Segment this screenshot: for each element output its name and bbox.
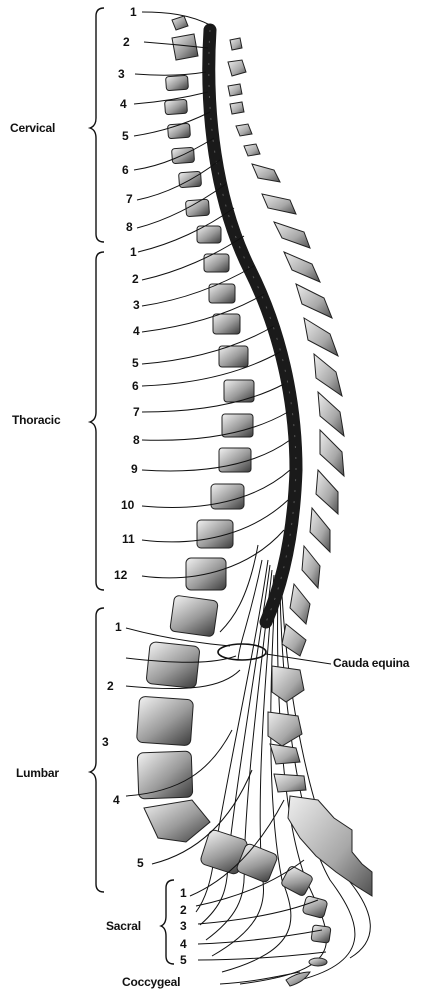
region-label-sacral: Sacral (106, 920, 141, 932)
thoracic-number: 3 (133, 299, 140, 311)
region-label-thoracic: Thoracic (12, 414, 60, 426)
cauda-equina-label: Cauda equina (333, 657, 409, 669)
thoracic-number: 5 (132, 357, 139, 369)
thoracic-number: 1 (130, 246, 137, 258)
sacral-number: 3 (180, 920, 187, 932)
cervical-number: 8 (126, 221, 133, 233)
nerve-roots (196, 545, 370, 984)
thoracic-number: 11 (122, 533, 135, 545)
region-label-coccygeal: Coccygeal (122, 976, 180, 988)
thoracic-bracket (90, 252, 104, 590)
lumbar-bracket (90, 608, 104, 892)
lumbar-number: 1 (115, 621, 122, 633)
thoracic-number: 10 (121, 499, 134, 511)
cervical-number: 6 (122, 164, 129, 176)
cervical-number: 2 (123, 36, 130, 48)
cervical-number: 3 (118, 68, 125, 80)
region-label-cervical: Cervical (10, 122, 55, 134)
sacral-number: 2 (180, 904, 187, 916)
region-label-lumbar: Lumbar (16, 767, 59, 779)
thoracic-number: 2 (132, 273, 139, 285)
lumbar-number: 4 (113, 794, 120, 806)
thoracic-number: 8 (133, 434, 140, 446)
cervical-number: 7 (126, 193, 133, 205)
sacral-bracket (161, 880, 174, 964)
cervical-number: 4 (120, 98, 127, 110)
thoracic-number: 6 (132, 380, 139, 392)
thoracic-number: 7 (133, 406, 140, 418)
sacral-number: 4 (180, 938, 187, 950)
thoracic-number: 12 (114, 569, 127, 581)
thoracic-number: 4 (133, 325, 140, 337)
cervical-number: 5 (122, 130, 129, 142)
sacral-number: 1 (180, 887, 187, 899)
cervical-number: 1 (130, 6, 137, 18)
cauda-equina-ring (218, 644, 266, 660)
lumbar-number: 3 (102, 736, 109, 748)
cervical-bracket (90, 8, 104, 242)
lumbar-number: 2 (107, 680, 114, 692)
thoracic-number: 9 (131, 463, 138, 475)
sacral-number: 5 (180, 954, 187, 966)
lumbar-number: 5 (137, 857, 144, 869)
